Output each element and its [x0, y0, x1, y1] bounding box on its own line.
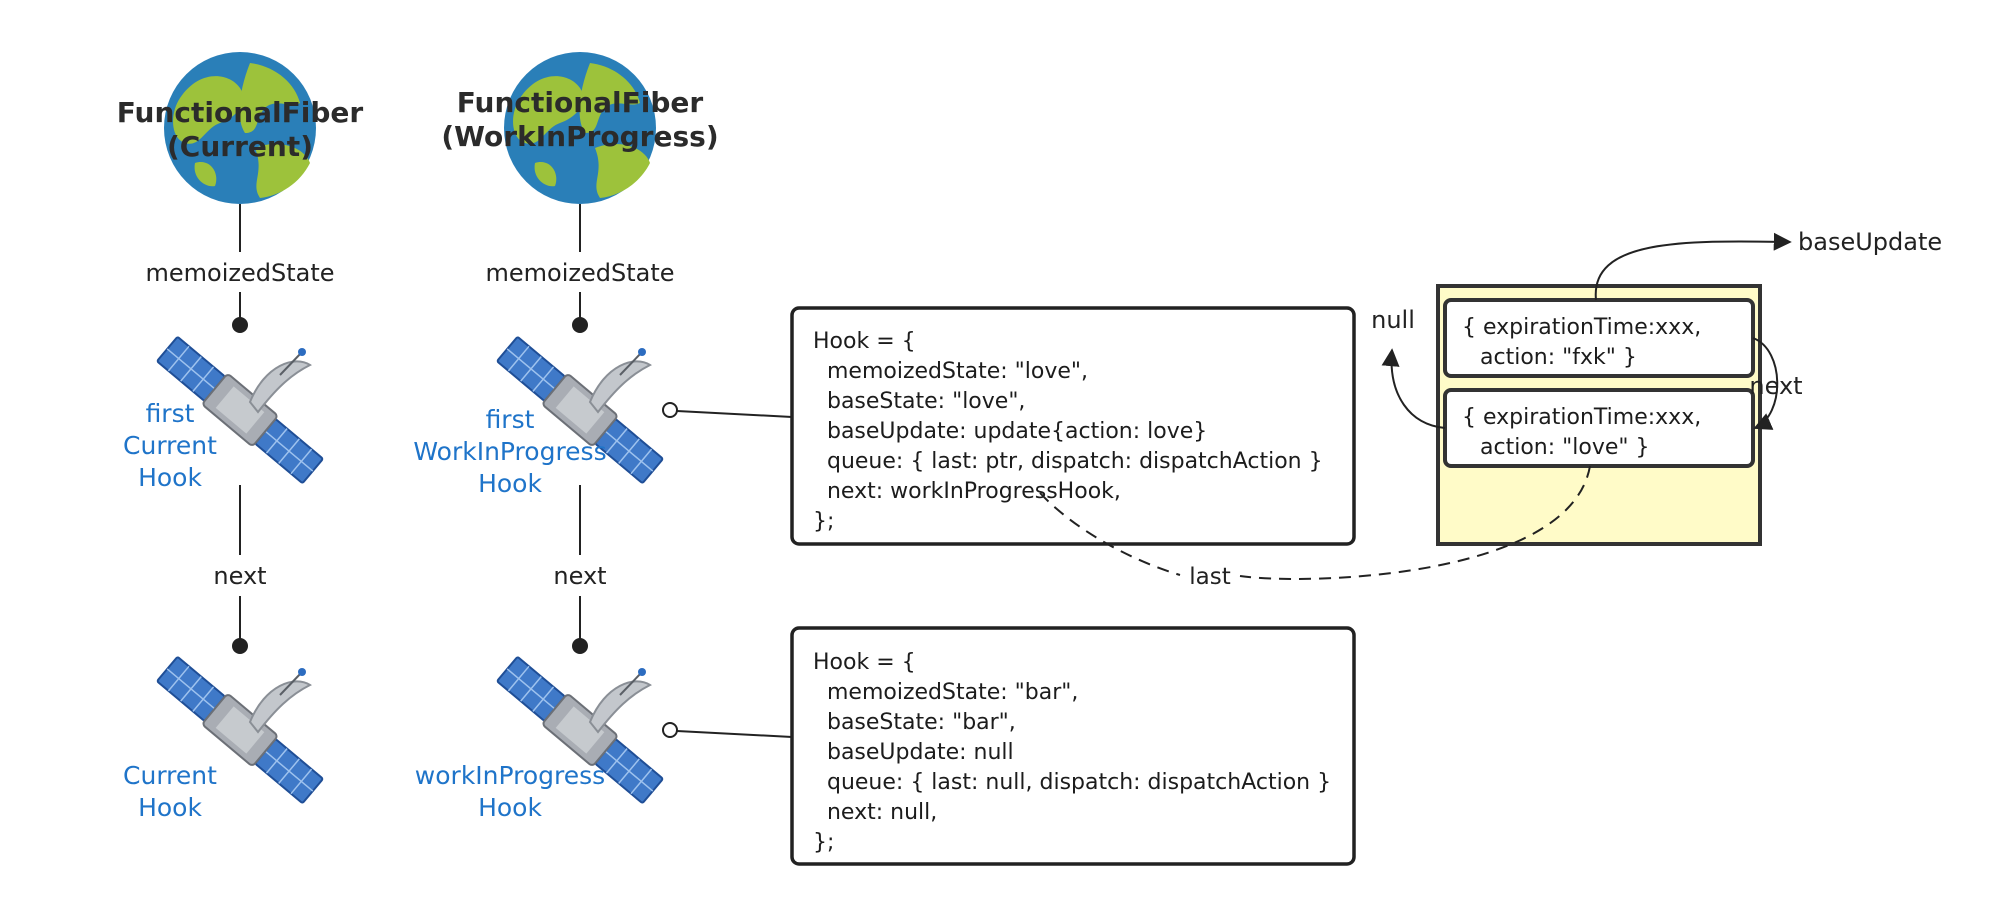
code-line: Hook = {: [813, 329, 916, 354]
last-pointer-right: [1239, 465, 1591, 580]
base-update-label: baseUpdate: [1798, 228, 1942, 256]
code-line: next: null,: [813, 800, 937, 825]
wip-fiber-node: FunctionalFiber (WorkInProgress): [441, 52, 719, 204]
hook-label-line: first: [486, 405, 535, 434]
wip-hook-label: workInProgress Hook: [415, 761, 605, 822]
next-edge-current-dot: [232, 638, 248, 654]
memoized-state-label-wip: memoizedState: [486, 259, 675, 287]
next-update-label: next: [1749, 372, 1802, 400]
update-line: action: "fxk" }: [1480, 345, 1637, 370]
hook-panel-box: [790, 626, 1356, 866]
code-line: memoizedState: "bar",: [813, 680, 1078, 705]
hook-label-line: Current: [123, 431, 217, 460]
code-line: };: [813, 830, 834, 855]
hook-label-line: Hook: [478, 793, 542, 822]
hook-label-line: Hook: [138, 463, 202, 492]
first-wip-hook-label: first WorkInProgress Hook: [413, 405, 606, 498]
update-line: action: "love" }: [1480, 435, 1649, 460]
wip-fiber-title-line2: (WorkInProgress): [441, 120, 718, 153]
code-line: next: workInProgressHook,: [813, 479, 1121, 504]
code-line: baseState: "love",: [813, 389, 1025, 414]
hook-label-line: Current: [123, 761, 217, 790]
current-fiber-title-line2: (Current): [167, 130, 313, 163]
hook-panel-first: Hook = { memoizedState: "love", baseStat…: [790, 306, 1356, 546]
memoized-state-label-current: memoizedState: [146, 259, 335, 287]
hook-label-line: first: [146, 399, 195, 428]
wip-fiber-title-line1: FunctionalFiber: [457, 86, 704, 119]
hook-label-line: Hook: [478, 469, 542, 498]
hook-label-line: workInProgress: [415, 761, 605, 790]
code-line: baseUpdate: update{action: love}: [813, 419, 1207, 444]
null-arrow: [1381, 348, 1446, 429]
code-line: queue: { last: null, dispatch: dispatchA…: [813, 770, 1331, 795]
panel1-connector-dot: [662, 402, 678, 418]
next-update-arrow: [1752, 337, 1779, 430]
current-fiber-title-line1: FunctionalFiber: [117, 96, 364, 129]
code-line: Hook = {: [813, 650, 916, 675]
code-line: queue: { last: ptr, dispatch: dispatchAc…: [813, 449, 1323, 474]
memoized-edge-wip-dot: [572, 317, 588, 333]
first-current-hook-label: first Current Hook: [123, 399, 217, 492]
panel2-connector-line: [676, 730, 793, 738]
hook-panel-box: [790, 306, 1356, 546]
hook-label-line: WorkInProgress: [413, 437, 606, 466]
update-queue: { expirationTime:xxx, action: "fxk" } { …: [1436, 284, 1762, 546]
code-line: baseState: "bar",: [813, 710, 1016, 735]
last-pointer-left: [1039, 492, 1181, 576]
base-update-arrow: [1594, 232, 1792, 301]
next-label-current: next: [213, 562, 266, 590]
current-hook-label: Current Hook: [123, 761, 217, 822]
update-line: { expirationTime:xxx,: [1462, 405, 1701, 430]
null-label: null: [1371, 306, 1415, 334]
last-label: last: [1189, 564, 1231, 590]
next-label-wip: next: [553, 562, 606, 590]
code-line: memoizedState: "love",: [813, 359, 1088, 384]
memoized-edge-current-dot: [232, 317, 248, 333]
code-line: };: [813, 509, 834, 534]
current-fiber-node: FunctionalFiber (Current): [117, 52, 364, 204]
code-line: baseUpdate: null: [813, 740, 1014, 765]
panel2-connector-dot: [662, 722, 678, 738]
next-edge-wip-dot: [572, 638, 588, 654]
panel1-connector-line: [676, 410, 793, 418]
update-line: { expirationTime:xxx,: [1462, 315, 1701, 340]
hook-panel-second: Hook = { memoizedState: "bar", baseState…: [790, 626, 1356, 866]
hook-label-line: Hook: [138, 793, 202, 822]
